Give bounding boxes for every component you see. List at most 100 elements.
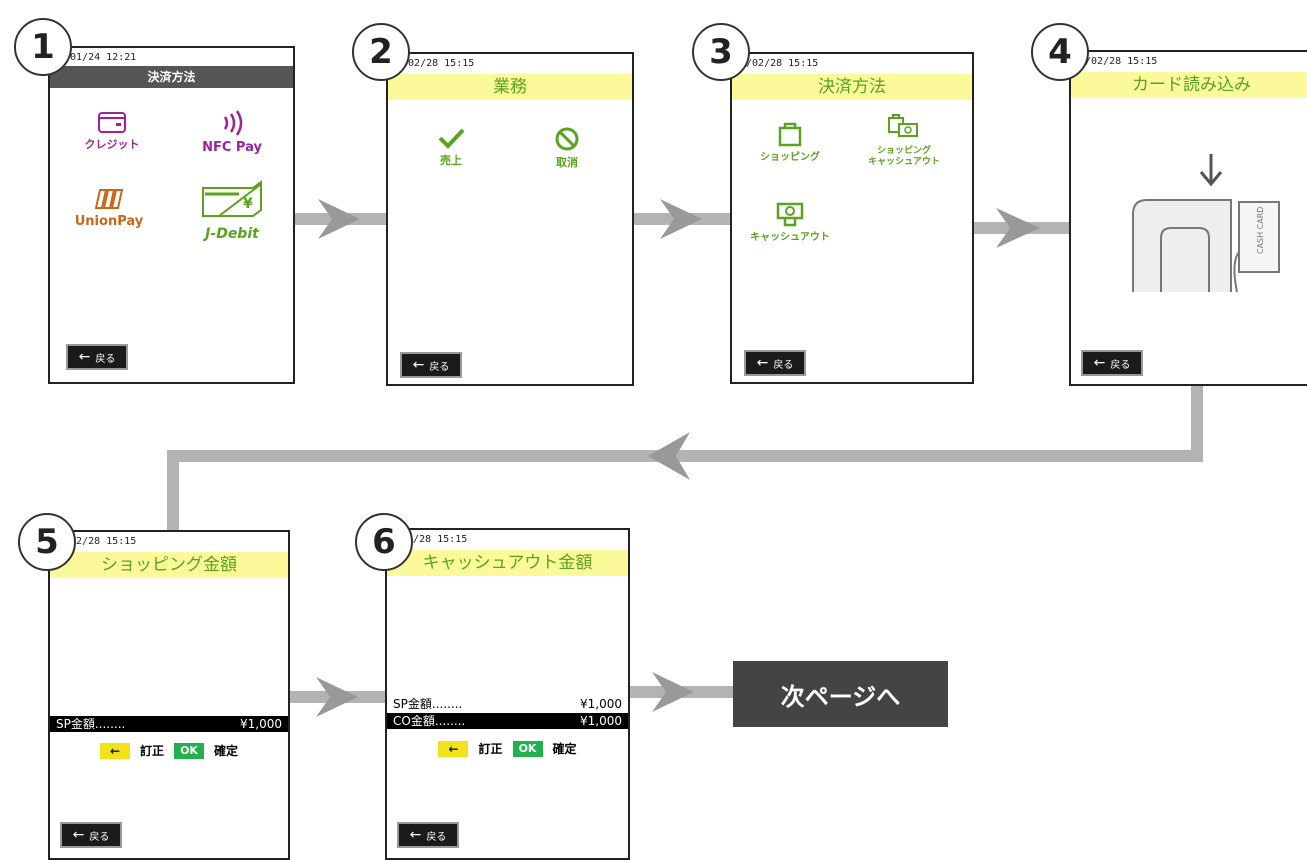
screen-header: 決済方法: [50, 66, 293, 88]
contactless-icon: [223, 110, 243, 136]
option-shopping[interactable]: ショッピング: [750, 120, 830, 164]
amount-value: ¥1,000: [240, 717, 282, 731]
option-label: キャッシュアウト: [750, 232, 830, 243]
timestamp: 8/02/28 15:15: [1079, 56, 1158, 67]
step-2-screen: 8/02/28 15:15 業務 売上 取消 ← 戻る: [386, 52, 634, 386]
back-arrow-icon: ←: [1093, 355, 1106, 371]
amount-label: SP金額........: [393, 697, 463, 711]
amount-row-co: CO金額........ ¥1,000: [387, 713, 628, 729]
option-sale[interactable]: 売上: [416, 126, 486, 167]
step-4-screen: 8/02/28 15:15 カード読み込み CASH CARD ← 戻る: [1069, 50, 1307, 386]
back-arrow-icon: ←: [756, 355, 769, 371]
step-badge-3: 3: [692, 23, 750, 81]
timestamp: /02/28 15:15: [395, 534, 468, 545]
back-label: 戻る: [773, 359, 794, 371]
cancel-icon: [555, 127, 579, 151]
step-badge-1: 1: [14, 18, 72, 76]
back-button[interactable]: ← 戻る: [1081, 350, 1143, 376]
flow-arrow-2-3: [633, 199, 731, 239]
step-badge-2: 2: [352, 23, 410, 81]
confirm-label: 確定: [552, 742, 577, 756]
card-label: CASH CARD: [1256, 207, 1265, 254]
back-arrow-icon: ←: [409, 827, 422, 843]
option-unionpay[interactable]: UnionPay: [64, 188, 154, 230]
amount-value: ¥1,000: [580, 714, 622, 728]
amount-row-sp: SP金額........ ¥1,000: [387, 696, 628, 712]
back-arrow-icon: ←: [78, 349, 91, 365]
flow-arrow-3-4: [971, 208, 1071, 248]
flow-arrow-5-6: [290, 677, 386, 717]
timestamp: 7/02/28 15:15: [58, 536, 137, 547]
correct-key[interactable]: ←: [438, 740, 469, 757]
flow-arrow-1-2: [294, 199, 386, 239]
step-3-screen: 8/02/28 15:15 決済方法 ショッピング ショッピング キャッシュアウ…: [730, 52, 974, 384]
option-label-line2: キャッシュアウト: [868, 156, 940, 167]
option-label: ショッピング: [760, 152, 820, 163]
option-label: UnionPay: [74, 214, 144, 229]
action-row: ← 訂正 OK 確定: [387, 740, 628, 757]
option-cancel[interactable]: 取消: [532, 126, 602, 169]
screen-header: 決済方法: [732, 74, 972, 100]
svg-text:¥: ¥: [243, 196, 253, 212]
back-label: 戻る: [89, 831, 110, 843]
amount-label: CO金額........: [393, 714, 466, 728]
option-label: 取消: [556, 156, 578, 169]
option-nfc-pay[interactable]: NFC Pay: [190, 110, 274, 156]
left-arrow-icon: ←: [448, 741, 459, 756]
step-1-screen: 7/01/24 12:21 決済方法 クレジット NFC Pay UnionPa…: [48, 46, 295, 384]
option-credit[interactable]: クレジット: [72, 110, 152, 151]
action-row: ← 訂正 OK 確定: [50, 742, 288, 759]
timestamp: 8/02/28 15:15: [740, 58, 819, 69]
back-label: 戻る: [1110, 359, 1131, 371]
back-button[interactable]: ← 戻る: [397, 822, 459, 848]
confirm-label: 確定: [214, 744, 239, 758]
flow-return-path: [167, 384, 1203, 532]
option-label: クレジット: [84, 138, 140, 151]
correct-label: 訂正: [139, 744, 164, 758]
screen-header: 業務: [388, 74, 632, 100]
shopping-cashout-icon: [888, 114, 918, 137]
option-label-line1: ショッピング: [876, 146, 931, 156]
card-reader-illustration: CASH CARD: [1132, 154, 1280, 293]
amount-value: ¥1,000: [580, 697, 622, 711]
back-label: 戻る: [429, 361, 450, 373]
step-5-screen: 7/02/28 15:15 ショッピング金額 SP金額........ ¥1,0…: [48, 530, 290, 860]
option-cashout[interactable]: キャッシュアウト: [740, 200, 840, 244]
ok-key[interactable]: OK: [512, 740, 543, 757]
flow-arrow-6-next: [629, 672, 733, 712]
option-label: J-Debit: [205, 226, 259, 242]
option-shopping-cashout[interactable]: ショッピング キャッシュアウト: [854, 112, 954, 168]
step-6-screen: /02/28 15:15 キャッシュアウト金額 SP金額........ ¥1,…: [385, 528, 630, 860]
amount-row-sp: SP金額........ ¥1,000: [50, 716, 288, 732]
back-arrow-icon: ←: [412, 357, 425, 373]
back-button[interactable]: ← 戻る: [744, 350, 806, 376]
shopping-bag-icon: [778, 122, 802, 147]
correct-label: 訂正: [478, 742, 503, 756]
step-badge-6: 6: [355, 513, 413, 571]
screen-header: ショッピング金額: [50, 552, 288, 578]
back-button[interactable]: ← 戻る: [66, 344, 128, 370]
amount-label: SP金額........: [56, 717, 126, 731]
back-button[interactable]: ← 戻る: [60, 822, 122, 848]
back-label: 戻る: [426, 831, 447, 843]
option-label: 売上: [440, 154, 462, 167]
back-button[interactable]: ← 戻る: [400, 352, 462, 378]
screen-header: カード読み込み: [1071, 72, 1307, 98]
correct-key[interactable]: ←: [99, 742, 130, 759]
back-label: 戻る: [95, 353, 116, 365]
cashout-icon: [776, 202, 804, 227]
ok-key[interactable]: OK: [174, 742, 204, 759]
unionpay-icon: [94, 189, 124, 209]
timestamp: 7/01/24 12:21: [58, 52, 137, 63]
jdebit-card-icon: ¥: [202, 180, 262, 217]
timestamp: 8/02/28 15:15: [396, 58, 475, 69]
step-badge-4: 4: [1031, 23, 1089, 81]
check-icon: [438, 128, 465, 149]
back-arrow-icon: ←: [72, 827, 85, 843]
left-arrow-icon: ←: [109, 743, 121, 758]
next-page-button[interactable]: 次ページへ: [733, 661, 948, 727]
option-label: NFC Pay: [202, 140, 262, 155]
step-badge-5: 5: [18, 513, 76, 571]
option-j-debit[interactable]: ¥ J-Debit: [190, 180, 274, 243]
